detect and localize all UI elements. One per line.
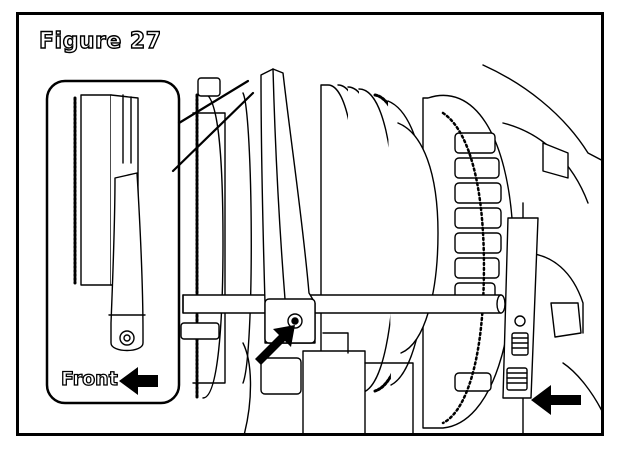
front-arrow-icon [119, 367, 158, 395]
spring-arrow-icon [531, 385, 581, 415]
figure-frame: Figure 27 Front [16, 12, 604, 436]
spring-stack [502, 217, 539, 399]
left-gear [192, 77, 252, 400]
front-label: Front [60, 367, 118, 390]
callout-leaders [171, 79, 255, 173]
drum-fins [454, 132, 502, 392]
tool-bar [182, 294, 506, 314]
bolt-arrow-icon [255, 325, 295, 365]
technical-illustration [45, 64, 601, 433]
figure-title: Figure 27 [38, 28, 162, 54]
tool-arm [260, 68, 316, 344]
clutch-drum [422, 94, 515, 429]
lower-assembly [180, 322, 414, 433]
inset-panel [45, 79, 181, 405]
